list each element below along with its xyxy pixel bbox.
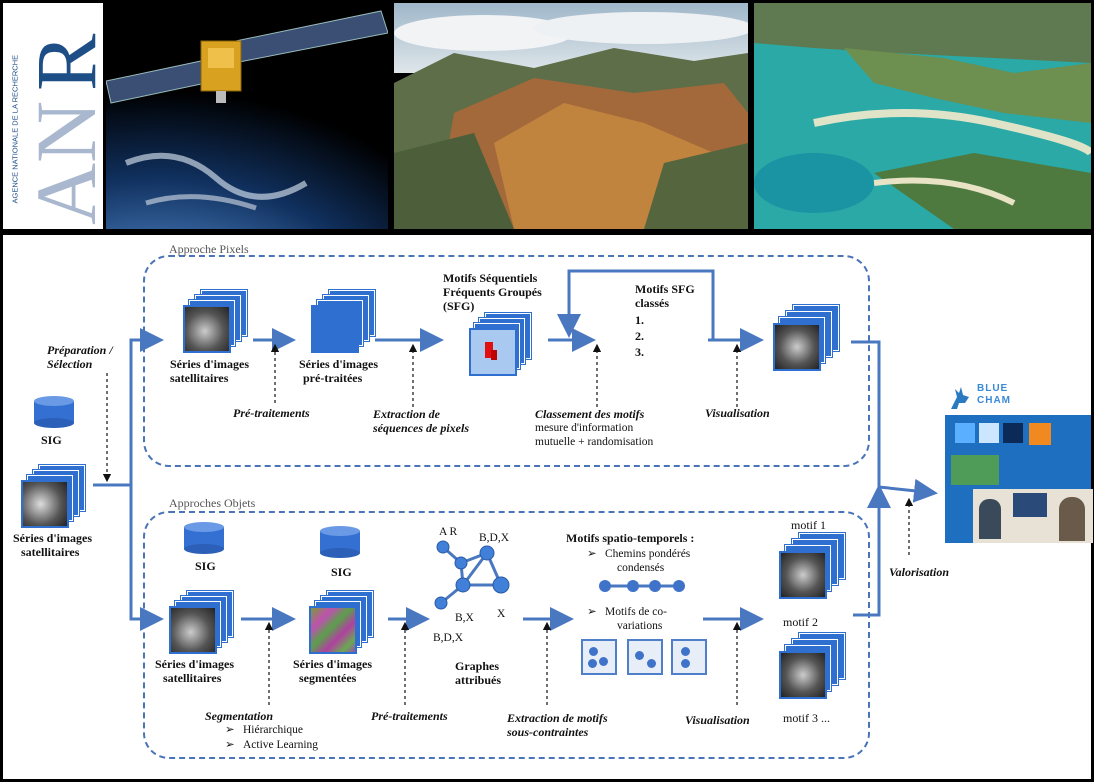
motif-2-label: motif 2 [783,615,818,629]
sig-label-left: SIG [41,433,62,447]
svg-text:A: A [18,163,99,225]
svg-text:R: R [18,33,99,91]
hierarchique-label: Hiérarchique [243,724,304,736]
motif-2-stack [779,633,849,699]
extraction-motifs-label-1: Extraction de motifs [507,711,608,725]
covariation-motif-b [627,639,663,675]
visualisation-label-objects: Visualisation [685,713,750,727]
motif-1-stack [779,533,849,599]
sig-label-objects-2: SIG [331,565,352,579]
objects-region [143,511,870,759]
svg-text:N: N [18,101,99,163]
gis-database-icon-3 [320,526,360,558]
chemins-label-1: Chemins pondérés [605,548,691,560]
chemins-bullet: ➢ [587,548,597,560]
pixels-output-stack [773,305,843,371]
preparation-label-1: Préparation / [47,343,113,357]
graphes-label-2: attribués [455,673,501,687]
preprocessed-series-stack [311,290,377,353]
lagoon-photo [754,3,1091,229]
bluecham-screen [945,415,1093,543]
bluecham-logo-1: BLUE [977,383,1009,394]
objects-series-label-2: satellitaires [163,671,222,685]
covariation-motif-c [671,639,707,675]
sig-label-objects-1: SIG [195,559,216,573]
sfg-rank-3: 3. [635,345,644,359]
extraction-label-2: séquences de pixels [373,421,469,435]
preprocessed-label-1: Séries d'images [299,357,378,371]
weighted-path-icon [599,580,685,592]
sfg-rank-2: 2. [635,329,644,343]
input-image-series [21,465,87,528]
input-series-label-1: Séries d'images [13,531,92,545]
covar-label-1: Motifs de co- [605,606,667,618]
graphes-label-1: Graphes [455,659,500,673]
chemins-label-2: condensés [617,562,665,574]
flow-arrows [93,269,938,705]
preparation-label-2: Sélection [47,357,93,371]
pixels-series-stack [183,290,249,353]
gis-database-icon [34,396,74,428]
pretraitements-label-objects: Pré-traitements [371,709,448,723]
pretraitements-label-pixels: Pré-traitements [233,406,310,420]
sfg-title-2: Fréquents Groupés [443,285,542,299]
active-learning-bullet: ➢ [225,739,235,751]
motifs-st-title: Motifs spatio-temporels : [566,531,695,545]
segmented-series-stack [309,591,377,654]
covar-bullet: ➢ [587,606,597,618]
anr-subtitle: AGENCE NATIONALE DE LA RECHERCHE [10,54,20,204]
header-banner: A N R AGENCE NATIONALE DE LA RECHERCHE [0,0,1094,232]
sfg-classified-1: Motifs SFG [635,282,695,296]
graph-node-bx: B,X [455,612,474,624]
graph-node-x: X [497,608,506,620]
anr-logo: A N R AGENCE NATIONALE DE LA RECHERCHE [3,3,103,229]
graph-node-ar: A R [439,526,458,538]
input-series-label-2: satellitaires [21,545,80,559]
covar-label-2: variations [617,620,663,632]
segmented-label-1: Séries d'images [293,657,372,671]
sfg-classified-2: classés [635,296,669,310]
motif-1-label: motif 1 [791,518,826,532]
workflow-diagram: Approche Pixels Approches Objets [0,232,1094,782]
graph-node-bdx-top: B,D,X [479,532,510,544]
sfg-title-3: (SFG) [443,299,475,313]
classement-sub-1: mesure d'information [535,422,634,434]
pixels-series-label-1: Séries d'images [170,357,249,371]
motif-3-label: motif 3 ... [783,711,830,725]
hierarchique-bullet: ➢ [225,724,235,736]
sfg-rank-1: 1. [635,313,644,327]
objects-series-label-1: Séries d'images [155,657,234,671]
extraction-motifs-label-2: sous-contraintes [507,725,589,739]
sfg-motif-stack [469,313,533,376]
preprocessed-label-2: pré-traitées [303,371,363,385]
classement-sub-2: mutuelle + randomisation [535,436,654,448]
mountain-photo [394,3,748,229]
pixels-region-label: Approche Pixels [169,242,249,256]
visualisation-label-pixels: Visualisation [705,406,770,420]
classement-label: Classement des motifs [535,407,645,421]
segmented-label-2: segmentées [299,671,357,685]
deer-logo-icon [951,387,969,409]
segmentation-label: Segmentation [205,709,274,723]
covariation-motif-a [581,639,617,675]
gis-database-icon-2 [184,522,224,554]
extraction-label-1: Extraction de [373,407,441,421]
pixels-region [143,255,870,467]
satellite-photo [106,3,388,229]
graph-node-bdx-bottom: B,D,X [433,632,464,644]
objects-series-stack [169,591,237,654]
pixels-series-label-2: satellitaires [170,371,229,385]
active-learning-label: Active Learning [243,739,319,751]
bluecham-panel: BLUE CHAM [943,381,1093,545]
valorisation-label: Valorisation [889,565,950,579]
sfg-title-1: Motifs Séquentiels [443,271,538,285]
objects-region-label: Approches Objets [169,496,256,510]
bluecham-logo-2: CHAM [977,395,1011,406]
